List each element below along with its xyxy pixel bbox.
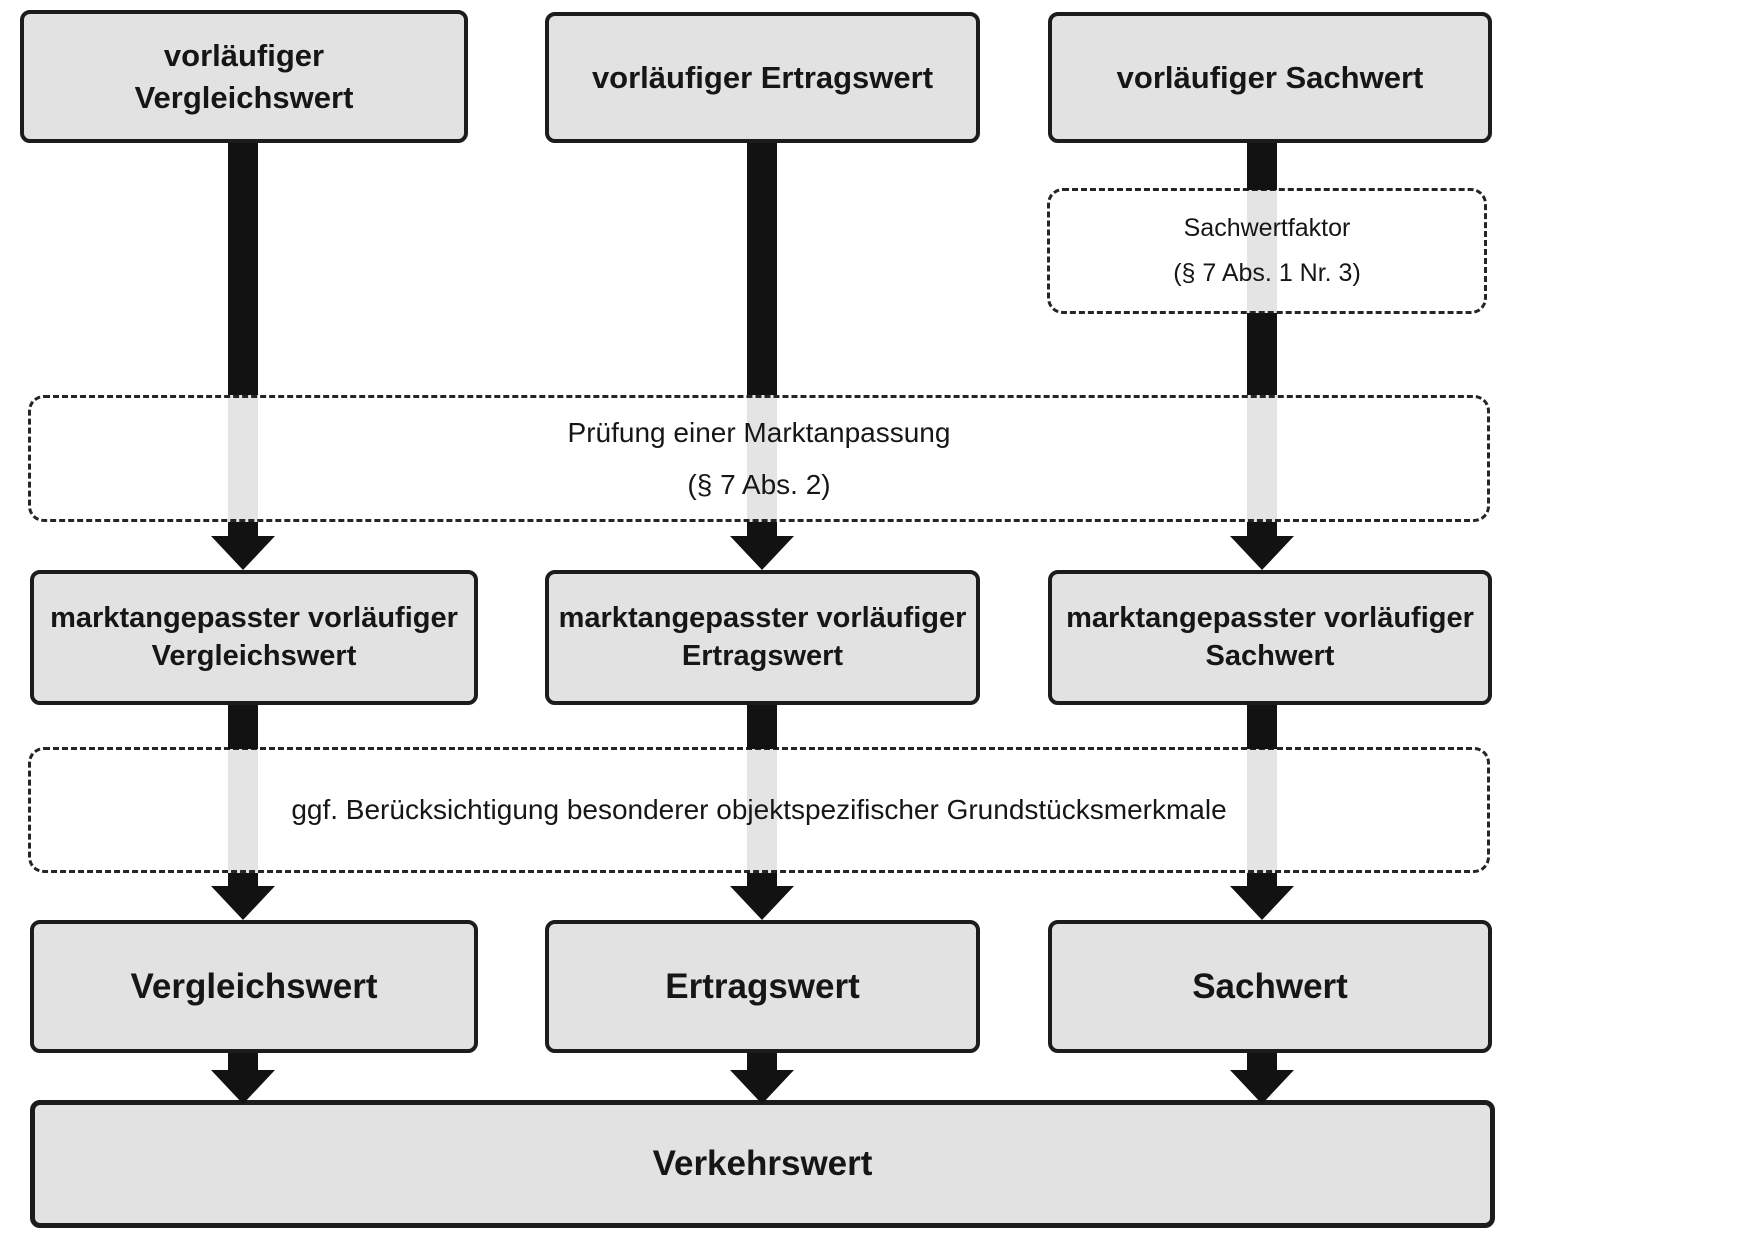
- arrow-bar: [1247, 143, 1277, 190]
- arrow-bar: [228, 522, 258, 540]
- arrow-bar: [228, 873, 258, 889]
- box-sachwertfaktor: Sachwertfaktor (§ 7 Abs. 1 Nr. 3): [1047, 188, 1487, 314]
- box-vergleichswert: Vergleichswert: [30, 920, 478, 1053]
- box-label: Ertragswert: [665, 966, 860, 1006]
- box-adjusted-sachwert: marktangepasster vorläufiger Sachwert: [1048, 570, 1492, 705]
- arrow-bar: [747, 1053, 777, 1075]
- arrow-bar: [747, 873, 777, 889]
- arrow-bar: [1247, 873, 1277, 889]
- sachwertfaktor-paragraph: (§ 7 Abs. 1 Nr. 3): [1173, 259, 1361, 287]
- box-label: marktangepasster vorläufiger Vergleichsw…: [50, 601, 458, 672]
- box-verkehrswert: Verkehrswert: [30, 1100, 1495, 1228]
- box-label: marktangepasster vorläufiger Sachwert: [1066, 601, 1474, 672]
- box-label: Vergleichswert: [130, 966, 378, 1006]
- band-grundstuecksmerkmale-text: ggf. Berücksichtigung besonderer objekts…: [291, 794, 1227, 825]
- arrow-ghost: [1247, 747, 1277, 873]
- arrow-head: [730, 1070, 794, 1104]
- band-marktanpassung-title: Prüfung einer Marktanpassung: [567, 416, 951, 448]
- band-marktanpassung: Prüfung einer Marktanpassung (§ 7 Abs. 2…: [28, 395, 1490, 522]
- arrow-head: [211, 1070, 275, 1104]
- arrow-head: [1230, 536, 1294, 570]
- arrow-bar: [1247, 313, 1277, 395]
- arrow-ghost: [228, 747, 258, 873]
- arrow-bar: [747, 522, 777, 540]
- arrow-ghost: [228, 395, 258, 522]
- box-preliminary-vergleichswert: vorläufiger Vergleichswert: [20, 10, 468, 143]
- arrow-head: [730, 536, 794, 570]
- box-sachwert: Sachwert: [1048, 920, 1492, 1053]
- arrow-bar: [1247, 705, 1277, 749]
- arrow-ghost: [747, 395, 777, 522]
- sachwertfaktor-title: Sachwertfaktor: [1183, 214, 1351, 242]
- arrow-head: [211, 886, 275, 920]
- box-label: Sachwert: [1192, 966, 1348, 1006]
- box-adjusted-ertragswert: marktangepasster vorläufiger Ertragswert: [545, 570, 980, 705]
- box-ertragswert: Ertragswert: [545, 920, 980, 1053]
- arrow-ghost: [1247, 395, 1277, 522]
- box-label: vorläufiger Sachwert: [1116, 59, 1424, 95]
- arrow-bar: [228, 143, 258, 395]
- arrow-bar: [747, 705, 777, 749]
- box-label: vorläufiger Ertragswert: [591, 59, 934, 95]
- arrow-bar: [228, 705, 258, 749]
- box-label: Verkehrswert: [652, 1144, 873, 1183]
- box-label: vorläufiger Vergleichswert: [134, 37, 354, 115]
- band-marktanpassung-paragraph: (§ 7 Abs. 2): [687, 468, 831, 500]
- box-preliminary-ertragswert: vorläufiger Ertragswert: [545, 12, 980, 143]
- arrow-bar: [228, 1053, 258, 1075]
- arrow-head: [1230, 886, 1294, 920]
- box-adjusted-vergleichswert: marktangepasster vorläufiger Vergleichsw…: [30, 570, 478, 705]
- box-preliminary-sachwert: vorläufiger Sachwert: [1048, 12, 1492, 143]
- arrow-ghost: [747, 747, 777, 873]
- arrow-bar: [747, 143, 777, 395]
- band-grundstuecksmerkmale: ggf. Berücksichtigung besonderer objekts…: [28, 747, 1490, 873]
- arrow-head: [730, 886, 794, 920]
- arrow-bar: [1247, 522, 1277, 540]
- arrow-head: [211, 536, 275, 570]
- arrow-head: [1230, 1070, 1294, 1104]
- box-label: marktangepasster vorläufiger Ertragswert: [558, 601, 967, 672]
- arrow-ghost: [1247, 188, 1277, 313]
- arrow-bar: [1247, 1053, 1277, 1075]
